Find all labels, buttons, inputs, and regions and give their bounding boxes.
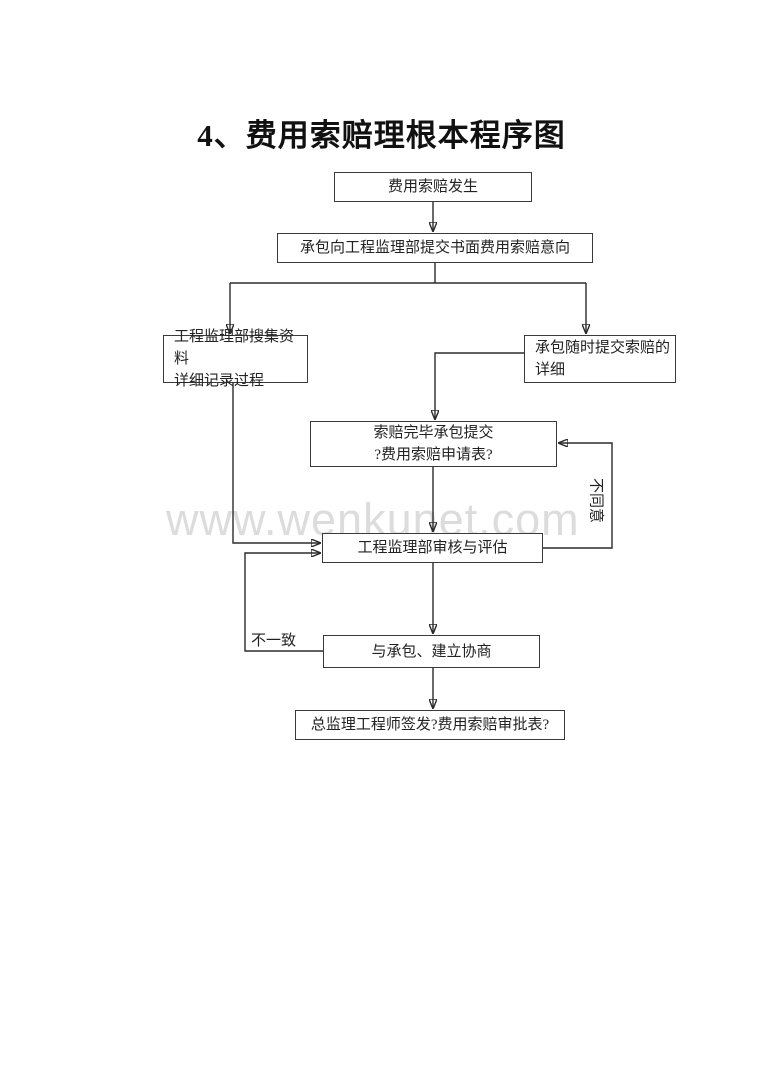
connector-disagree-loop — [543, 443, 613, 549]
flow-node-intent-label: 承包向工程监理部提交书面费用索赔意向 — [299, 240, 570, 256]
flow-node-intent: 承包向工程监理部提交书面费用索赔意向 — [277, 233, 593, 263]
flow-node-submit-detail-line2: 详细 — [535, 362, 566, 378]
edge-label-not-consistent: 不一致 — [251, 633, 297, 649]
flow-node-negotiate: 与承包、建立协商 — [323, 635, 540, 668]
page-title: 4、费用索赔理根本程序图 — [197, 118, 566, 153]
flow-node-start-label: 费用索赔发生 — [387, 179, 478, 195]
flow-node-collect: 工程监理部搜集资料 详细记录过程 — [163, 329, 308, 389]
flow-node-final: 总监理工程师签发?费用索赔审批表? — [295, 710, 565, 740]
flow-node-collect-line2: 详细记录过程 — [174, 373, 265, 389]
connector-collect-to-review — [232, 383, 320, 543]
flow-node-apply-line1: 索赔完毕承包提交 — [373, 425, 494, 441]
flow-node-collect-line1: 工程监理部搜集资料 — [174, 329, 295, 367]
flow-node-apply: 索赔完毕承包提交 ?费用索赔申请表? — [310, 421, 557, 467]
flow-node-apply-line2: ?费用索赔申请表? — [374, 447, 493, 463]
flow-node-final-label: 总监理工程师签发?费用索赔审批表? — [310, 717, 550, 733]
flow-node-review: 工程监理部审核与评估 — [322, 533, 543, 563]
flow-node-negotiate-label: 与承包、建立协商 — [371, 643, 492, 660]
connector-submit-detail-to-apply — [435, 352, 524, 419]
flow-node-submit-detail: 承包随时提交索赔的 详细 — [524, 335, 676, 383]
connector-not-consistent-loop — [244, 553, 323, 652]
flow-node-submit-detail-line1: 承包随时提交索赔的 — [535, 340, 671, 356]
flow-node-start: 费用索赔发生 — [334, 172, 532, 202]
flow-node-review-label: 工程监理部审核与评估 — [357, 540, 508, 556]
